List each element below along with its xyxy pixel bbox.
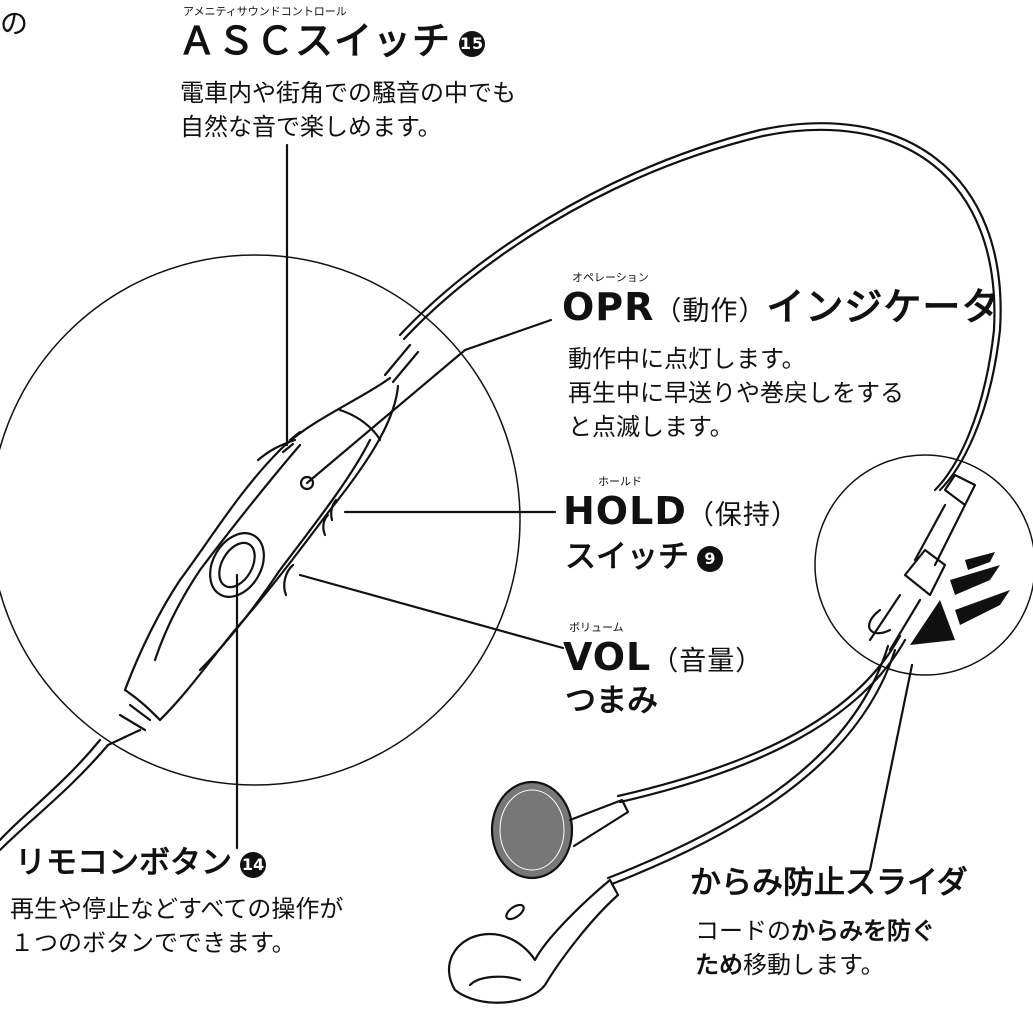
hold-ruby: ホールド bbox=[598, 475, 642, 488]
opr-title: OPR（動作）インジケータ bbox=[562, 288, 1000, 326]
slider-desc-bold: からみを防ぐ bbox=[791, 917, 935, 945]
slider-desc-text: 移動します。 bbox=[743, 951, 885, 980]
leader-opr bbox=[305, 318, 553, 485]
remote-button bbox=[209, 532, 265, 598]
slider-desc-line: ため移動します。 bbox=[695, 948, 935, 982]
cord-to-earbud-top bbox=[618, 638, 907, 804]
vol-title-line2: つまみ bbox=[565, 683, 658, 719]
vol-ruby: ボリューム bbox=[569, 621, 624, 634]
asc-desc-line: 自然な音で楽しめます。 bbox=[180, 113, 442, 142]
down-arrow-icon bbox=[910, 552, 1010, 645]
asc-desc-line: 電車内や街角での騒音の中でも bbox=[180, 79, 516, 107]
cord-upper bbox=[398, 122, 1002, 492]
slider-title: からみ防止スライダ bbox=[690, 865, 968, 901]
asc-description: 電車内や街角での騒音の中でも 自然な音で楽しめます。 bbox=[180, 76, 516, 144]
leader-vol bbox=[298, 573, 565, 650]
earbud-top bbox=[490, 780, 630, 880]
vol-title-main: VOL bbox=[563, 635, 652, 679]
asc-title: ＡＳＣスイッチ 15 bbox=[178, 19, 486, 63]
remote-title: リモコンボタン 14 bbox=[15, 848, 266, 879]
opr-desc-line: 動作中に点灯します。 bbox=[568, 345, 806, 373]
remote-description: 再生や停止などすべての操作が １つのボタンでできます。 bbox=[10, 892, 343, 960]
remote-body bbox=[106, 343, 420, 747]
opr-title-main: OPR bbox=[562, 285, 655, 329]
hold-number-badge: 9 bbox=[697, 545, 723, 572]
remote-desc-line: 再生や停止などすべての操作が bbox=[10, 895, 344, 923]
opr-title-paren: （動作） bbox=[654, 296, 767, 327]
zoom-circle-slider bbox=[814, 454, 1033, 676]
opr-title-rest: インジケータ bbox=[766, 285, 1001, 329]
zoom-circle-remote bbox=[0, 254, 521, 786]
hold-title-line2: スイッチ 9 bbox=[565, 542, 723, 573]
remote-title-text: リモコンボタン bbox=[15, 845, 232, 881]
opr-ruby: オペレーション bbox=[572, 271, 649, 284]
asc-title-text: ＡＳＣスイッチ bbox=[178, 19, 452, 63]
vol-title-paren: （音量） bbox=[651, 646, 764, 677]
slider-description: コードのからみを防ぐ ため移動します。 bbox=[695, 914, 935, 982]
anti-tangle-slider bbox=[868, 473, 977, 652]
hold-title-main: HOLD bbox=[563, 489, 687, 533]
slider-desc-line: コードのからみを防ぐ bbox=[695, 914, 935, 948]
earbud-bottom bbox=[447, 878, 620, 1004]
hold-title: HOLD（保持） bbox=[563, 492, 799, 530]
asc-number-badge: 15 bbox=[459, 30, 486, 57]
opr-desc-line: 再生中に早送りや巻戻しをする bbox=[568, 379, 904, 408]
asc-ruby: アメニティサウンドコントロール bbox=[183, 5, 347, 18]
leader-slider bbox=[868, 663, 914, 872]
corner-text: の bbox=[0, 7, 29, 40]
hold-title-paren: （保持） bbox=[686, 500, 799, 531]
slider-desc-text: コードの bbox=[695, 917, 791, 945]
opr-description: 動作中に点灯します。 再生中に早送りや巻戻しをする と点滅します。 bbox=[568, 342, 904, 444]
hold-switch-label: スイッチ bbox=[565, 539, 689, 575]
remote-number-badge: 14 bbox=[240, 851, 266, 878]
slider-desc-bold: ため bbox=[695, 951, 743, 980]
vol-title: VOL（音量） bbox=[563, 638, 763, 676]
opr-desc-line: と点滅します。 bbox=[568, 413, 734, 442]
remote-desc-line: １つのボタンでできます。 bbox=[10, 929, 296, 958]
opr-lamp bbox=[299, 475, 315, 491]
cord-lower-left bbox=[0, 743, 110, 852]
cord-to-earbud-bottom bbox=[610, 648, 897, 886]
